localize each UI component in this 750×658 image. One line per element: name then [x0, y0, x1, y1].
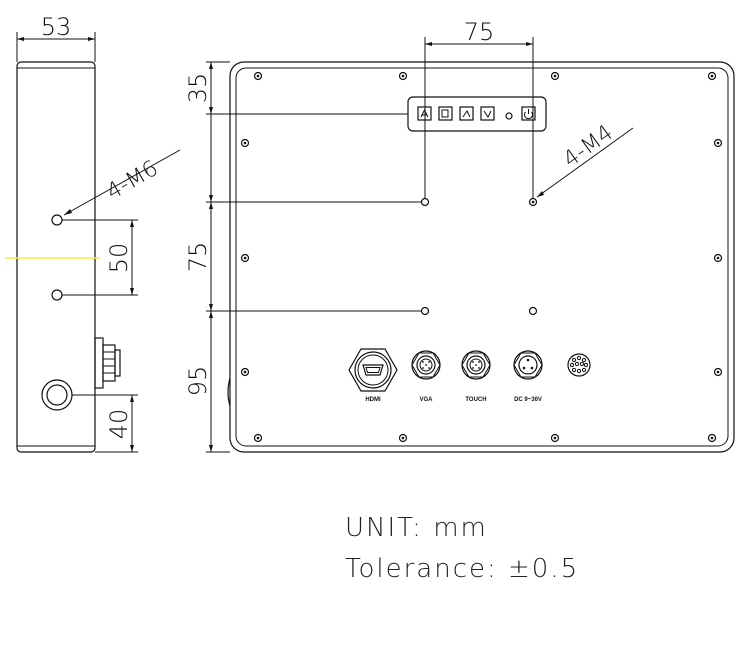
side-connector: [102, 344, 116, 382]
front-thread-callout: 4-M4: [559, 120, 618, 173]
hole-spacing-v-dim: 75: [184, 242, 212, 273]
vesa-holes: [420, 197, 538, 316]
side-body: [16, 61, 96, 453]
side-width-dim: 53: [41, 13, 72, 41]
port-label-touch: TOUCH: [465, 397, 486, 403]
hole-spacing-h-dim: 75: [464, 18, 495, 46]
power-led: [505, 112, 513, 120]
bottom-offset-dim: 95: [184, 366, 212, 397]
power-button: [521, 106, 536, 121]
tolerance-note: Tolerance: ±0.5: [345, 554, 579, 584]
side-bottom-offset-dim: 40: [105, 409, 133, 440]
port-label-hdmi: HDMI: [365, 397, 381, 403]
menu-button: [438, 106, 453, 121]
side-round-port-inner: [46, 384, 68, 406]
front-view: 75 4-M4 35 75 95 HDMI: [184, 18, 735, 453]
down-button: [480, 106, 495, 121]
frame-screws: [240, 71, 723, 443]
front-frame-inner: [235, 67, 729, 447]
button-panel-frame: [407, 96, 547, 132]
port-label-dc: DC 9~36V: [514, 397, 542, 403]
touch-port: TOUCH: [461, 350, 491, 403]
vga-port: VGA: [411, 350, 441, 403]
side-view: 53 50 4-M6 40: [5, 13, 181, 453]
m6-leader: [63, 149, 181, 216]
side-hole-top: [51, 214, 63, 226]
vent-plug: [567, 353, 591, 377]
side-hole-bottom: [51, 289, 63, 301]
side-thread-callout: 4-M6: [103, 156, 163, 205]
up-button: [459, 106, 474, 121]
notes: UNIT: mm Tolerance: ±0.5: [345, 513, 579, 584]
unit-note: UNIT: mm: [345, 513, 488, 543]
button-panel: [407, 96, 547, 132]
top-offset-dim: 35: [184, 73, 212, 104]
side-hole-spacing-dim: 50: [105, 243, 133, 274]
dc-port: DC 9~36V: [513, 350, 543, 403]
port-label-vga: VGA: [419, 397, 433, 403]
front-frame-outer: [229, 61, 735, 453]
hdmi-port: HDMI: [348, 348, 398, 403]
m4-leader: [536, 127, 634, 198]
